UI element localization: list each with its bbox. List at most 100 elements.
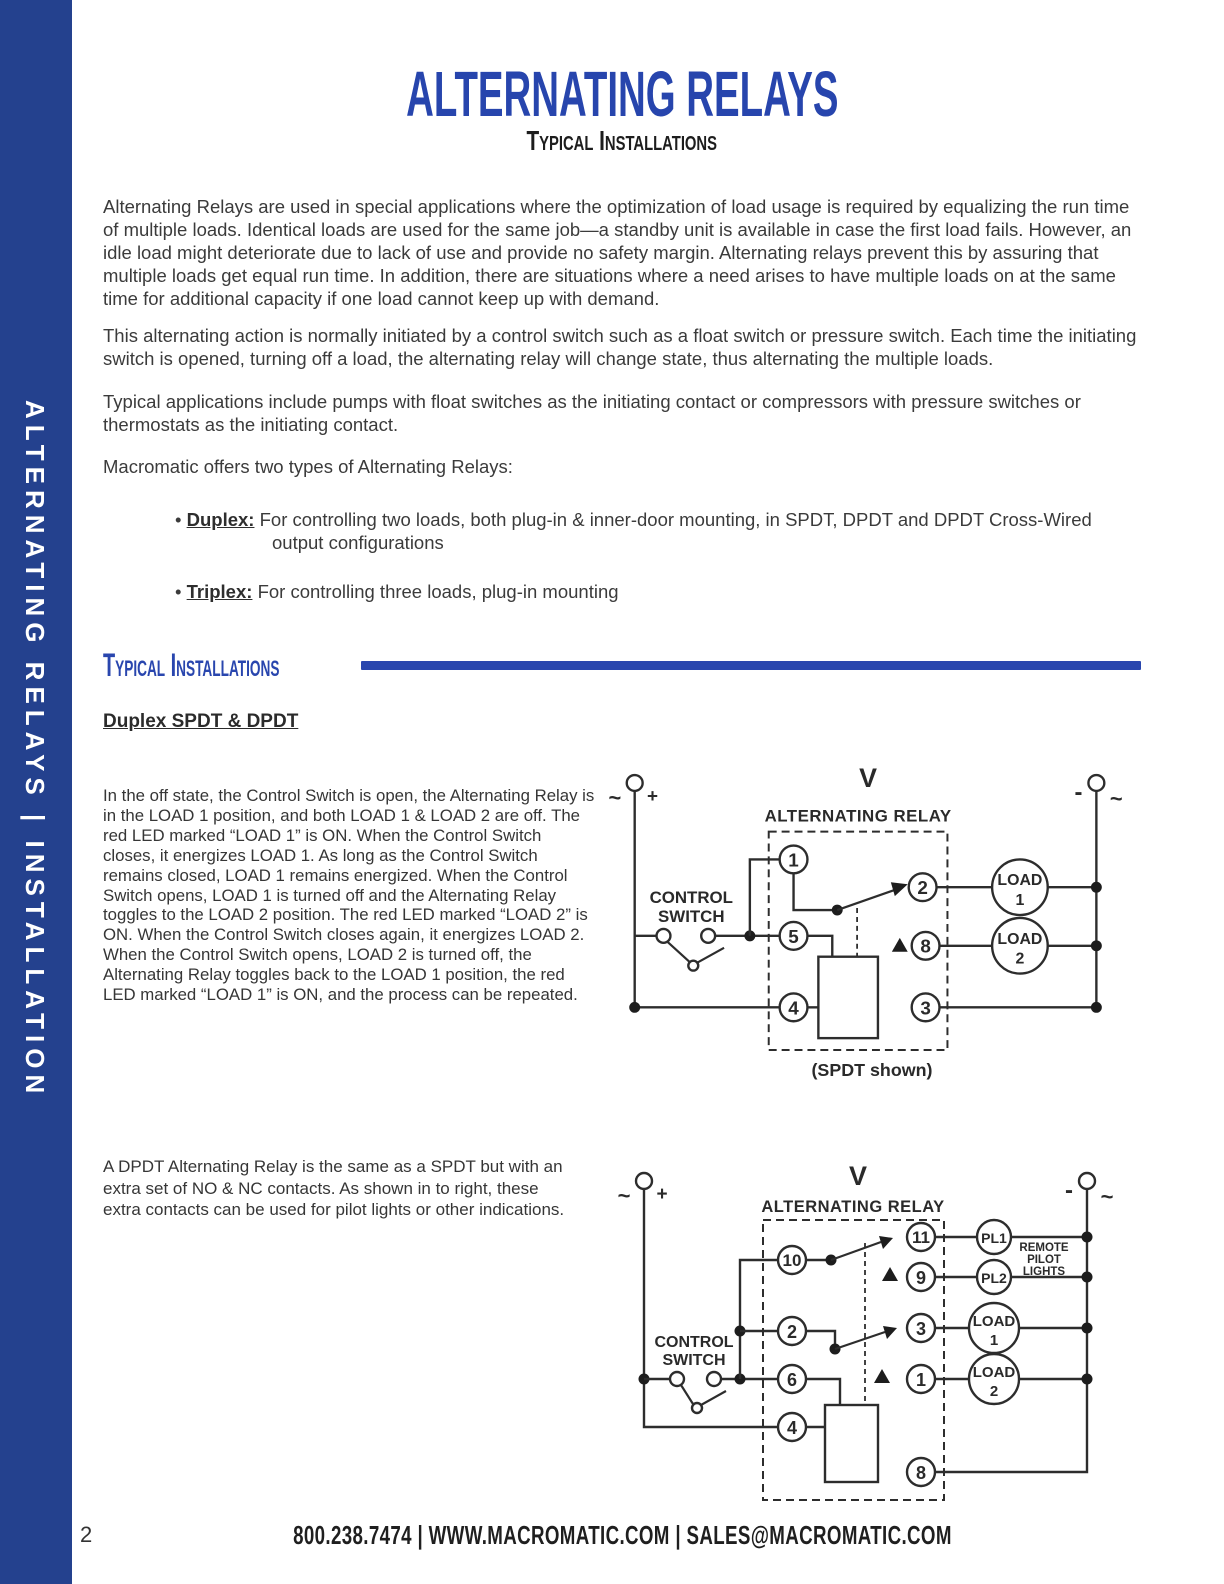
footer: 800.238.7474 | WWW.MACROMATIC.COM | SALE… (103, 1520, 1141, 1551)
bullet-glyph: • (175, 580, 182, 602)
footer-contact: 800.238.7474 | WWW.MACROMATIC.COM | SALE… (292, 1520, 952, 1550)
wire (806, 1329, 837, 1345)
junction-dot (1090, 1001, 1102, 1013)
terminal-8 (905, 1456, 937, 1488)
section-divider-line (361, 661, 1141, 671)
bullet-duplex-desc: For controlling two loads, both plug-in … (254, 508, 1092, 553)
ac-symbol-right: ~ (1101, 1184, 1114, 1209)
load2-label: LOAD (997, 931, 1042, 948)
ac-symbol-left: ~ (618, 1183, 631, 1208)
terminal-2-label: 2 (787, 1322, 797, 1342)
switch-blade (666, 941, 691, 963)
relay-blade (830, 1240, 882, 1262)
sidebar-vertical-label: ALTERNATING RELAYS | INSTALLATION (20, 400, 50, 1100)
spdt-diagram-svg: V ~ + - ~ ALTERNATING RELAY CONTROL SWIT… (608, 763, 1123, 1080)
terminal-8-label: 8 (916, 1463, 926, 1483)
terminal-1-label: 1 (788, 849, 799, 870)
switch-pivot-circle (690, 1401, 704, 1415)
control-switch-label-2: SWITCH (662, 1352, 725, 1369)
remote-pilot-label-3: LIGHTS (1023, 1266, 1065, 1278)
load2-number: 2 (1015, 951, 1024, 968)
switch-pivot-circle (687, 959, 700, 972)
ac-symbol-right: ~ (1110, 786, 1123, 811)
section-title-box: Typical Installations (103, 647, 355, 684)
left-rail (642, 1189, 778, 1429)
terminal-10-label: 10 (783, 1251, 802, 1270)
terminal-11-label: 11 (912, 1228, 930, 1247)
nc-arrow (882, 1267, 898, 1281)
intro-paragraph-2: This alternating action is normally init… (103, 324, 1137, 369)
switch-blade (680, 1384, 694, 1405)
control-switch-label-1: CONTROL (650, 888, 733, 907)
terminal-4-label: 4 (788, 997, 799, 1018)
supply-terminal-right (1077, 1171, 1097, 1191)
switch-blade-open (696, 946, 725, 964)
relay-blade (836, 888, 898, 912)
wire (792, 873, 834, 912)
plus-symbol: + (656, 1184, 667, 1205)
section-title: Typical Installations (103, 647, 280, 684)
blade-arrow (883, 1326, 897, 1339)
switch-contact-left (668, 1370, 686, 1388)
relay-box-label: ALTERNATING RELAY (761, 1198, 944, 1216)
relay-dashed-box (767, 830, 949, 1052)
junction-dot (629, 1001, 641, 1013)
load1-label: LOAD (997, 872, 1042, 889)
intro-paragraph-3: Typical applications include pumps with … (103, 390, 1081, 435)
relay-blade (834, 1330, 886, 1351)
supply-terminal-left (634, 1171, 654, 1191)
relay-coil-box (823, 1403, 880, 1484)
pl2-label: PL2 (981, 1270, 1007, 1286)
spdt-description: In the off state, the Control Switch is … (103, 786, 595, 1005)
bullet-glyph: • (175, 508, 182, 530)
load1-number: 1 (1015, 892, 1024, 909)
minus-symbol: - (1065, 1177, 1073, 1204)
bullet-triplex-desc: For controlling three loads, plug-in mou… (252, 580, 619, 602)
terminal-8-label: 8 (920, 936, 931, 957)
title-wrap: ALTERNATING RELAYS (103, 62, 1141, 126)
blade-arrow (890, 882, 908, 897)
nc-arrow (874, 1369, 890, 1383)
nc-arrow (891, 937, 908, 952)
terminal-5-label: 5 (788, 926, 799, 947)
terminal-3-label: 3 (916, 1319, 926, 1339)
voltage-label: V (859, 763, 877, 793)
intro-paragraph-4: Macromatic offers two types of Alternati… (103, 455, 513, 477)
junction-dot (1081, 1271, 1093, 1283)
terminal-9-label: 9 (916, 1268, 926, 1288)
terminal-1-label: 1 (916, 1370, 926, 1390)
spdt-diagram: V ~ + - ~ ALTERNATING RELAY CONTROL SWIT… (592, 750, 1148, 1083)
dpdt-diagram-svg: V ~ + - ~ ALTERNATING RELAY CONTROL SWIT… (618, 1161, 1114, 1501)
voltage-label: V (849, 1161, 867, 1191)
control-switch-label-2: SWITCH (658, 907, 725, 926)
load2-number: 2 (990, 1383, 998, 1400)
bullet-triplex: • Triplex: For controlling three loads, … (175, 580, 1141, 603)
wire (806, 1377, 842, 1405)
ac-symbol-left: ~ (608, 785, 621, 810)
junction-dot (1090, 881, 1102, 893)
control-switch-label-1: CONTROL (654, 1334, 733, 1351)
junction-dot (1081, 1322, 1093, 1334)
diagram-caption: (SPDT shown) (811, 1060, 932, 1080)
supply-terminal-left (625, 773, 644, 793)
supply-terminal-right (1087, 773, 1106, 793)
page-number: 2 (80, 1522, 93, 1547)
bullet-duplex: • Duplex: For controlling two loads, bot… (175, 508, 1141, 554)
switch-blade-open (700, 1390, 727, 1406)
bullet-triplex-term: Triplex: (186, 580, 253, 602)
relay-dashed-box (762, 1219, 945, 1501)
dpdt-description: A DPDT Alternating Relay is the same as … (103, 1157, 565, 1219)
remote-pilot-label-2: PILOT (1027, 1254, 1061, 1266)
dpdt-diagram: V ~ + - ~ ALTERNATING RELAY CONTROL SWIT… (600, 1148, 1120, 1518)
switch-contact-left (655, 927, 672, 945)
subtitle-wrap: Typical Installations (103, 125, 1141, 157)
terminal-3-label: 3 (920, 997, 931, 1018)
load1-number: 1 (990, 1332, 998, 1349)
minus-symbol: - (1075, 779, 1083, 806)
plus-symbol: + (647, 785, 658, 806)
relay-coil-box (817, 955, 880, 1040)
wire (748, 858, 780, 936)
switch-contact-right (700, 927, 717, 945)
blade-arrow (879, 1236, 893, 1249)
